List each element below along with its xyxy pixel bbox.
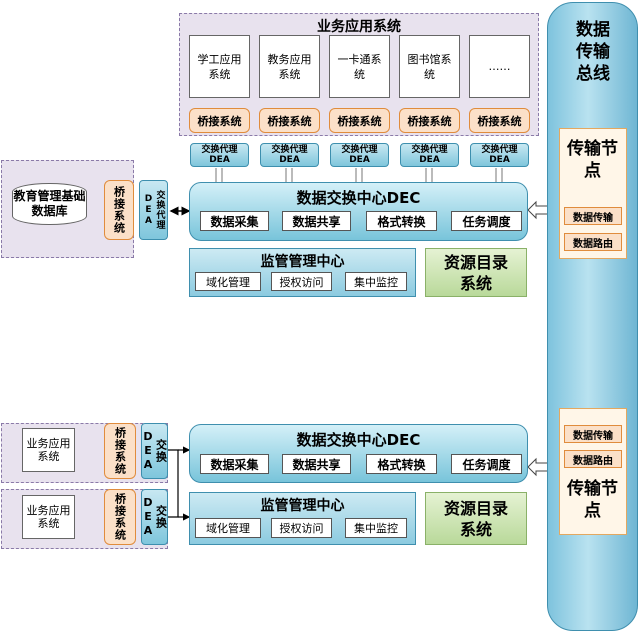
resource-top-label: 资源目录系统	[443, 252, 508, 293]
business-system-title: 业务应用系统	[317, 19, 401, 35]
resource-catalog-top[interactable]: 资源目录系统	[425, 248, 527, 297]
supervision-top-auth[interactable]: 授权访问	[271, 272, 332, 291]
node-top-data-transfer[interactable]: 数据传输	[564, 207, 622, 225]
lower-app-2-bridge[interactable]: 桥接系统	[104, 489, 136, 545]
node-bottom-data-routing[interactable]: 数据路由	[564, 450, 622, 468]
dec-top-title: 数据交换中心DEC	[296, 188, 421, 207]
edu-db-bridge-label: 桥接系统	[112, 186, 126, 234]
dec-top-schedule[interactable]: 任务调度	[451, 211, 522, 231]
transfer-node-bottom: 数据传输 数据路由 传输节点	[559, 408, 627, 535]
business-app-bridge-4[interactable]: 桥接系统	[399, 108, 460, 133]
dec-bottom-share[interactable]: 数据共享	[282, 454, 351, 474]
dec-bottom-collect[interactable]: 数据采集	[200, 454, 269, 474]
edu-db-bridge[interactable]: 桥接系统	[104, 180, 134, 240]
resource-catalog-bottom[interactable]: 资源目录系统	[425, 492, 527, 545]
business-app-2[interactable]: 教务应用系统	[259, 35, 320, 98]
supervision-bottom-domain[interactable]: 域化管理	[195, 518, 261, 538]
business-app-agent-1[interactable]: 交换代理 DEA	[190, 143, 249, 167]
lower-app-1-agent-label: 交换DEA	[141, 430, 168, 472]
business-app-bridge-5[interactable]: 桥接系统	[469, 108, 530, 133]
lower-app-1-bridge-label: 桥接系统	[113, 427, 127, 475]
supervision-top-domain[interactable]: 域化管理	[195, 272, 261, 291]
transfer-node-top: 传输节点 数据传输 数据路由	[559, 128, 627, 259]
node-top-title: 传输节点	[567, 139, 618, 181]
business-app-bridge-2[interactable]: 桥接系统	[259, 108, 320, 133]
dec-top-collect[interactable]: 数据采集	[200, 211, 269, 231]
dec-top-share[interactable]: 数据共享	[282, 211, 351, 231]
business-app-4[interactable]: 图书馆系统	[399, 35, 460, 98]
supervision-top-monitor[interactable]: 集中监控	[345, 272, 407, 291]
lower-agents-bracket	[168, 449, 179, 518]
business-app-agent-3[interactable]: 交换代理 DEA	[330, 143, 389, 167]
lower-app-2-agent[interactable]: 交换DEA	[141, 489, 168, 545]
edu-db-agent[interactable]: 交换代理DEA	[139, 180, 168, 240]
business-app-agent-2[interactable]: 交换代理 DEA	[260, 143, 319, 167]
business-app-3[interactable]: 一卡通系统	[329, 35, 390, 98]
edu-db-agent-label: 交换代理DEA	[143, 190, 165, 230]
dec-top-convert[interactable]: 格式转换	[366, 211, 437, 231]
lower-app-1[interactable]: 业务应用系统	[22, 428, 75, 472]
node-bottom-data-transfer[interactable]: 数据传输	[564, 425, 622, 443]
supervision-bottom-auth[interactable]: 授权访问	[271, 518, 332, 538]
lower-app-2-bridge-label: 桥接系统	[113, 493, 127, 541]
supervision-top-title: 监管管理中心	[260, 254, 345, 270]
dec-bottom-convert[interactable]: 格式转换	[366, 454, 437, 474]
lower-app-1-agent[interactable]: 交换DEA	[141, 423, 168, 479]
lower-app-1-bridge[interactable]: 桥接系统	[104, 423, 136, 479]
supervision-bottom-monitor[interactable]: 集中监控	[345, 518, 407, 538]
agent-dec-links	[215, 168, 503, 182]
business-app-5[interactable]: ……	[469, 35, 530, 98]
business-app-agent-5[interactable]: 交换代理 DEA	[470, 143, 529, 167]
lower-app-2-agent-label: 交换DEA	[141, 496, 168, 538]
node-top-data-routing[interactable]: 数据路由	[564, 233, 622, 251]
node-bottom-title: 传输节点	[567, 479, 618, 521]
business-app-agent-4[interactable]: 交换代理 DEA	[400, 143, 459, 167]
business-app-bridge-3[interactable]: 桥接系统	[329, 108, 390, 133]
business-app-1[interactable]: 学工应用系统	[189, 35, 250, 98]
data-transfer-bus	[547, 2, 638, 631]
dec-bottom-title: 数据交换中心DEC	[296, 430, 421, 449]
supervision-bottom-title: 监管管理中心	[260, 498, 345, 514]
lower-app-2[interactable]: 业务应用系统	[22, 495, 75, 539]
resource-bottom-label: 资源目录系统	[443, 498, 508, 539]
edu-db-cylinder[interactable]: 教育管理基础数据库	[12, 183, 87, 225]
dec-bottom-schedule[interactable]: 任务调度	[451, 454, 522, 474]
business-app-bridge-1[interactable]: 桥接系统	[189, 108, 250, 133]
bus-title: 数据传输总线	[576, 20, 610, 84]
